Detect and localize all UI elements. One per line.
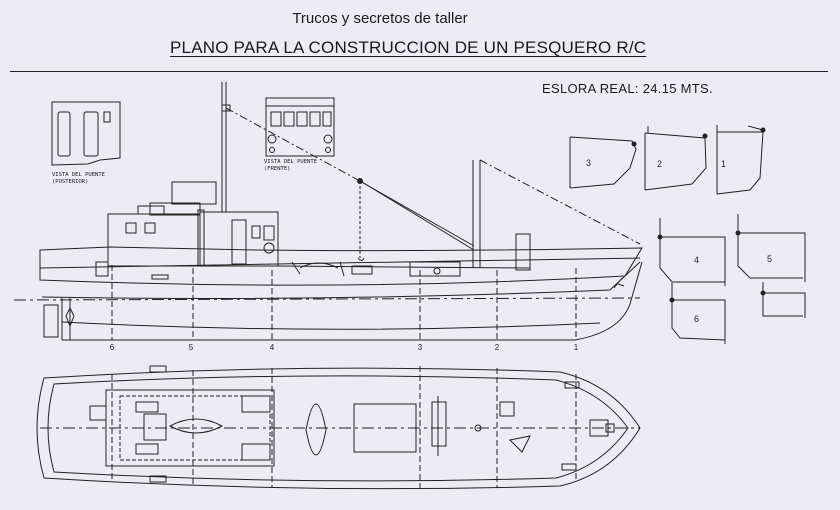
deck-plan (36, 365, 641, 490)
section-label-5: 5 (767, 254, 772, 264)
section-label-3: 3 (586, 158, 591, 168)
bridge-front-view (265, 97, 335, 157)
station-label-2: 2 (495, 343, 500, 352)
station-label-1: 1 (574, 343, 579, 352)
drawing-title: PLANO PARA LA CONSTRUCCION DE UN PESQUER… (170, 38, 647, 57)
section-views: 3 2 1 4 5 6 (569, 125, 806, 344)
station-label-6: 6 (110, 343, 115, 352)
bridge-front-label: VISTA DEL PUENTE (FRENTE) (264, 159, 317, 172)
bridge-rear-view (51, 101, 121, 166)
drawing-subtitle: Trucos y secretos de taller (292, 10, 468, 27)
side-profile (13, 82, 643, 341)
station-label-4: 4 (270, 343, 275, 352)
section-label-1: 1 (721, 159, 726, 169)
length-note: ESLORA REAL: 24.15 MTS. (542, 81, 713, 96)
station-label-3: 3 (418, 343, 423, 352)
deck-station-lines (111, 366, 577, 490)
station-lines (111, 265, 577, 340)
bridge-rear-label: VISTA DEL PUENTE (POSTERIOR) (52, 172, 105, 185)
section-label-2: 2 (657, 159, 662, 169)
title-rule (10, 71, 828, 72)
station-label-5: 5 (189, 343, 194, 352)
section-label-6: 6 (694, 314, 699, 324)
section-label-4: 4 (694, 255, 699, 265)
